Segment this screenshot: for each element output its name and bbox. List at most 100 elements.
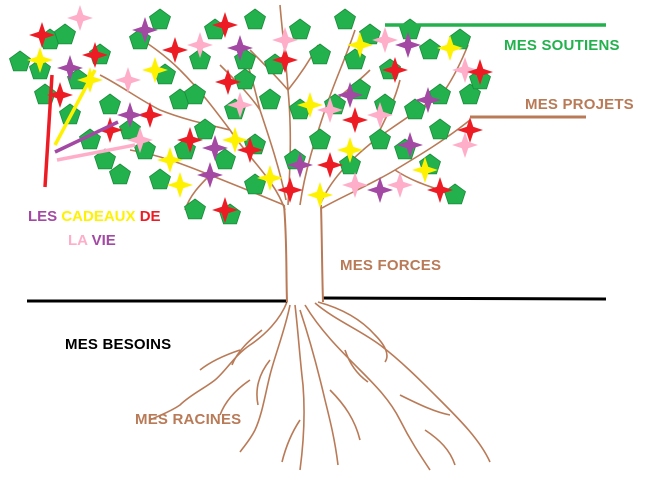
- four-point-star-flower-icon: [127, 127, 153, 153]
- pentagon-leaf-icon: [359, 23, 381, 45]
- root-line: [256, 359, 271, 406]
- four-point-star-flower-icon: [47, 82, 73, 108]
- four-point-star-flower-icon: [437, 35, 463, 61]
- label-les-cadeaux-de-la-vie: LES CADEAUX DE LA VIE: [28, 205, 161, 253]
- pentagon-leaf-icon: [184, 83, 206, 105]
- four-point-star-flower-icon: [237, 137, 263, 163]
- four-point-star-flower-icon: [117, 102, 143, 128]
- label-mes-projets: MES PROJETS: [525, 96, 634, 113]
- four-point-star-flower-icon: [212, 197, 238, 223]
- four-point-star-flower-icon: [367, 102, 393, 128]
- root-line: [149, 301, 288, 421]
- four-point-star-flower-icon: [457, 117, 483, 143]
- gifts-pointer-red: [43, 74, 54, 188]
- four-point-star-flower-icon: [387, 172, 413, 198]
- four-point-star-flower-icon: [467, 59, 493, 85]
- gifts-word-de: DE: [135, 208, 161, 225]
- pentagon-leaf-icon: [234, 68, 256, 90]
- four-point-star-flower-icon: [415, 87, 441, 113]
- pentagon-leaf-icon: [289, 18, 311, 40]
- pentagon-leaf-icon: [419, 38, 441, 60]
- pentagon-leaf-icon: [259, 88, 281, 110]
- four-point-star-flower-icon: [272, 47, 298, 73]
- four-point-star-flower-icon: [202, 135, 228, 161]
- root-line: [314, 302, 491, 463]
- gifts-word-les: LES: [28, 208, 62, 225]
- pentagon-leaf-icon: [109, 163, 131, 185]
- four-point-star-flower-icon: [222, 127, 248, 153]
- four-point-star-flower-icon: [337, 82, 363, 108]
- four-point-star-flower-icon: [167, 172, 193, 198]
- four-point-star-flower-icon: [115, 67, 141, 93]
- four-point-star-flower-icon: [397, 132, 423, 158]
- gifts-pointer-yellow: [53, 69, 97, 146]
- gifts-word-cadeaux: CADEAUX: [61, 208, 136, 225]
- pentagon-leaf-icon: [404, 98, 426, 120]
- four-point-star-flower-icon: [412, 157, 438, 183]
- pentagon-leaf-icon: [99, 93, 121, 115]
- four-point-star-flower-icon: [347, 32, 373, 58]
- four-point-star-flower-icon: [317, 97, 343, 123]
- four-point-star-flower-icon: [215, 69, 241, 95]
- pentagon-leaf-icon: [399, 18, 421, 40]
- four-point-star-flower-icon: [177, 127, 203, 153]
- root-line: [399, 394, 451, 416]
- four-point-star-flower-icon: [57, 55, 83, 81]
- gifts-word-la: LA: [68, 232, 92, 249]
- four-point-star-flower-icon: [337, 137, 363, 163]
- four-point-star-flower-icon: [227, 92, 253, 118]
- label-pointer-lines: [43, 23, 606, 188]
- four-point-star-flower-icon: [227, 35, 253, 61]
- four-point-star-flower-icon: [142, 57, 168, 83]
- pentagon-leaf-icon: [334, 8, 356, 30]
- four-point-star-flower-icon: [342, 107, 368, 133]
- pentagon-leaf-icon: [444, 183, 466, 205]
- four-point-star-flower-icon: [137, 102, 163, 128]
- root-line: [329, 389, 361, 441]
- pentagon-leaf-icon: [189, 48, 211, 70]
- four-point-star-flower-icon: [367, 177, 393, 203]
- four-point-star-flower-icon: [162, 37, 188, 63]
- pentagon-leaf-icon: [369, 128, 391, 150]
- pentagon-leaf-icon: [149, 168, 171, 190]
- pentagon-leaf-icon: [339, 153, 361, 175]
- four-point-star-flower-icon: [132, 17, 158, 43]
- root-line: [304, 304, 431, 471]
- root-line: [239, 304, 291, 453]
- pentagon-leaf-icon: [309, 43, 331, 65]
- four-point-star-flower-icon: [395, 32, 421, 58]
- four-point-star-flower-icon: [372, 27, 398, 53]
- pentagon-leaf-icon: [94, 148, 116, 170]
- root-line: [199, 349, 241, 371]
- tree-flowers: [27, 5, 493, 223]
- pentagon-leaf-icon: [194, 118, 216, 140]
- four-point-star-flower-icon: [452, 132, 478, 158]
- gifts-pointer-pink: [56, 143, 136, 162]
- four-point-star-flower-icon: [277, 177, 303, 203]
- four-point-star-flower-icon: [272, 27, 298, 53]
- four-point-star-flower-icon: [257, 165, 283, 191]
- four-point-star-flower-icon: [29, 22, 55, 48]
- label-mes-forces: MES FORCES: [340, 257, 442, 274]
- four-point-star-flower-icon: [82, 42, 108, 68]
- root-line: [299, 309, 339, 466]
- four-point-star-flower-icon: [452, 57, 478, 83]
- pentagon-leaf-icon: [429, 118, 451, 140]
- pentagon-leaf-icon: [119, 118, 141, 140]
- four-point-star-flower-icon: [187, 32, 213, 58]
- root-line: [294, 304, 305, 471]
- root-line: [424, 429, 456, 466]
- four-point-star-flower-icon: [427, 177, 453, 203]
- four-point-star-flower-icon: [287, 152, 313, 178]
- label-mes-soutiens: MES SOUTIENS: [504, 37, 620, 54]
- tree-roots: [149, 301, 491, 471]
- gifts-word-vie: VIE: [91, 232, 116, 249]
- root-line: [317, 301, 388, 363]
- gifts-pointer-purple: [54, 120, 119, 154]
- four-point-star-flower-icon: [342, 172, 368, 198]
- four-point-star-flower-icon: [317, 152, 343, 178]
- four-point-star-flower-icon: [67, 5, 93, 31]
- pentagon-leaf-icon: [309, 128, 331, 150]
- trunk-left-edge: [283, 204, 288, 303]
